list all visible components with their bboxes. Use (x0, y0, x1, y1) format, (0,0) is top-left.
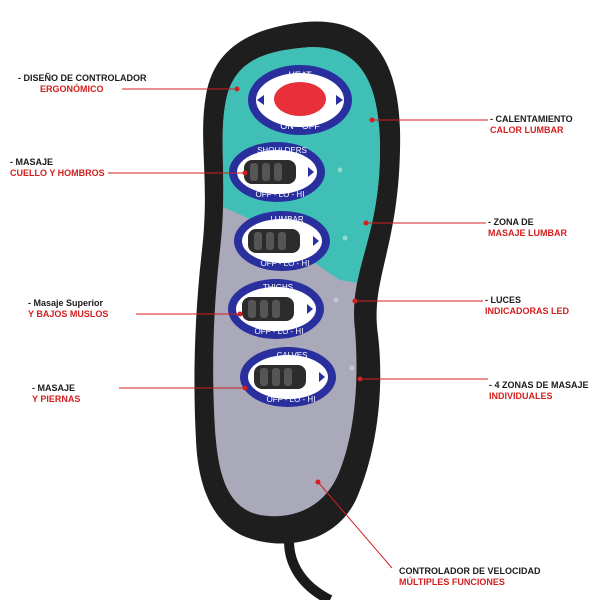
zone-control-calves: CALVES OFF - LO - HI (240, 347, 336, 407)
zone-label: SHOULDERS (257, 146, 307, 155)
annotation-line1: - MASAJE (32, 383, 76, 393)
annotation-line2: ERGONÓMICO (40, 84, 104, 94)
zone-label: CALVES (277, 351, 308, 360)
annotation-line1: - CALENTAMIENTO (490, 114, 573, 124)
annotation-line1: CONTROLADOR DE VELOCIDAD (399, 566, 541, 576)
annotation-left-3: - Masaje Superior Y BAJOS MUSLOS (28, 298, 158, 320)
annotation-line2: CALOR LUMBAR (490, 125, 564, 135)
annotation-line2: CUELLO Y HOMBROS (10, 168, 105, 178)
zone-modes: OFF - LO - HI (255, 327, 304, 336)
right-triangle-icon (319, 372, 325, 382)
annotation-line1: - Masaje Superior (28, 298, 104, 308)
right-triangle-icon (313, 236, 319, 246)
zone-modes: OFF - LO - HI (256, 190, 305, 199)
annotation-left-2: - MASAJE CUELLO Y HOMBROS (10, 157, 130, 179)
right-triangle-icon (336, 95, 343, 105)
annotation-line1: - DISEÑO DE CONTROLADOR (18, 73, 147, 83)
heat-label: HEAT (288, 70, 312, 80)
zone-label: LUMBAR (270, 215, 304, 224)
zone-control-lumbar: LUMBAR OFF - LO - HI (234, 211, 330, 271)
led-indicator (349, 365, 355, 371)
annotation-line2: INDICADORAS LED (485, 306, 570, 316)
zone-label: THIGHS (263, 283, 293, 292)
right-triangle-icon (307, 304, 313, 314)
annotation-line1: - 4 ZONAS DE MASAJE (489, 380, 589, 390)
annotation-right-1: - CALENTAMIENTO CALOR LUMBAR (490, 114, 595, 136)
annotation-line1: - MASAJE (10, 157, 54, 167)
annotation-left-1: - DISEÑO DE CONTROLADOR ERGONÓMICO (18, 73, 178, 95)
annotation-line2: Y BAJOS MUSLOS (28, 309, 109, 319)
annotation-lines (108, 86, 488, 569)
zone-control-thighs: THIGHS OFF - LO - HI (228, 279, 324, 339)
annotation-line2: Y PIERNAS (32, 394, 81, 404)
heat-button[interactable] (274, 82, 326, 116)
annotation-line1: - LUCES (485, 295, 521, 305)
annotation-line2: INDIVIDUALES (489, 391, 553, 401)
zone-control-shoulders: SHOULDERS OFF - LO - HI (229, 142, 325, 202)
zone-modes: OFF - LO - HI (261, 259, 310, 268)
heat-control: HEAT ON - OFF (248, 65, 352, 135)
right-triangle-icon (308, 167, 314, 177)
heat-sub-label: ON - OFF (280, 121, 320, 131)
led-indicator (342, 235, 348, 241)
annotation-left-4: - MASAJE Y PIERNAS (32, 383, 162, 405)
annotation-bottom: CONTROLADOR DE VELOCIDAD MÚLTIPLES FUNCI… (399, 566, 579, 588)
left-triangle-icon (257, 95, 264, 105)
annotation-right-4: - 4 ZONAS DE MASAJE INDIVIDUALES (489, 380, 597, 402)
annotation-right-3: - LUCES INDICADORAS LED (485, 295, 595, 317)
led-indicator (333, 297, 339, 303)
annotation-line1: - ZONA DE (488, 217, 534, 227)
annotation-right-2: - ZONA DE MASAJE LUMBAR (488, 217, 593, 239)
annotation-line2: MÚLTIPLES FUNCIONES (399, 577, 505, 587)
zone-modes: OFF - LO - HI (267, 395, 316, 404)
led-indicator (337, 167, 343, 173)
annotation-line2: MASAJE LUMBAR (488, 228, 568, 238)
